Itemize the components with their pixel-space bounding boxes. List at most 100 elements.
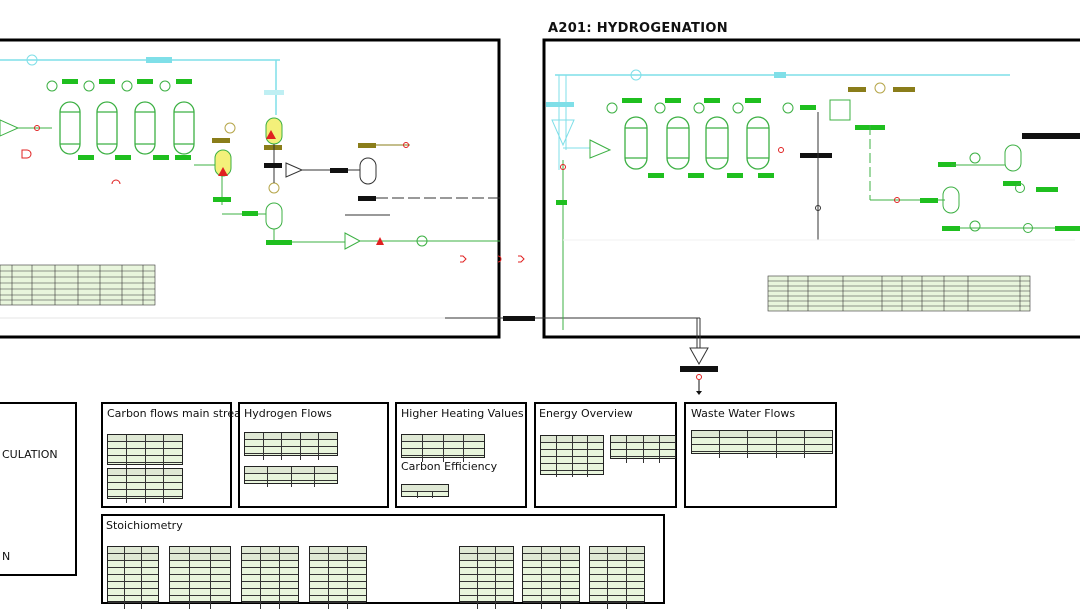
table-row bbox=[242, 582, 298, 589]
table-row bbox=[310, 603, 366, 609]
table-row bbox=[590, 575, 644, 582]
table-row bbox=[310, 596, 366, 603]
reactor-train-a201 bbox=[624, 116, 770, 170]
table-row bbox=[460, 589, 513, 596]
energy-overview-title: Energy Overview bbox=[539, 407, 633, 420]
table-row bbox=[108, 603, 158, 609]
left-panel-label-2: N bbox=[2, 550, 11, 563]
table-row bbox=[108, 554, 158, 561]
hydrogen-flows-panel: Hydrogen Flows bbox=[238, 402, 389, 508]
energy-overview-panel: Energy Overview bbox=[534, 402, 677, 508]
table-row bbox=[523, 596, 579, 603]
hydrogen-flows-table-1 bbox=[244, 432, 338, 460]
table-row bbox=[460, 603, 513, 609]
table-row bbox=[523, 582, 579, 589]
flash-drum-2 bbox=[265, 117, 283, 145]
cooler-icon bbox=[224, 122, 236, 134]
table-row bbox=[242, 589, 298, 596]
table-row bbox=[310, 589, 366, 596]
table-row bbox=[590, 561, 644, 568]
pump-icon bbox=[416, 235, 428, 247]
table-row bbox=[108, 582, 158, 589]
carbon-flows-title: Carbon flows main streams. bbox=[107, 407, 261, 420]
compressor-icon bbox=[26, 54, 38, 66]
table-row bbox=[460, 561, 513, 568]
table-row bbox=[170, 561, 230, 568]
table-row bbox=[590, 589, 644, 596]
carbon-flows-table-1 bbox=[107, 434, 183, 469]
energy-demand-table bbox=[610, 435, 676, 463]
separator-a201 bbox=[829, 99, 851, 121]
table-row bbox=[523, 568, 579, 575]
condenser-drum bbox=[1004, 144, 1022, 172]
table-row bbox=[170, 596, 230, 603]
a201-section-title: A201: HYDROGENATION bbox=[548, 21, 728, 36]
stoich-table-1 bbox=[107, 546, 159, 609]
hydrogen-flows-title: Hydrogen Flows bbox=[244, 407, 332, 420]
hydrogen-flows-table-2 bbox=[244, 466, 338, 487]
vapor-tag bbox=[146, 57, 172, 63]
table-row bbox=[242, 575, 298, 582]
table-row bbox=[242, 603, 298, 609]
waste-water-table bbox=[691, 430, 833, 458]
table-row bbox=[460, 582, 513, 589]
table-row bbox=[523, 547, 579, 554]
table-row bbox=[108, 589, 158, 596]
table-row bbox=[108, 561, 158, 568]
heating-values-panel: Higher Heating Values Carbon Efficiency bbox=[395, 402, 527, 508]
table-row bbox=[310, 554, 366, 561]
recycle-icon-2 bbox=[111, 179, 121, 185]
stoich-table-5 bbox=[459, 546, 514, 609]
waste-water-title: Waste Water Flows bbox=[691, 407, 796, 420]
table-row bbox=[170, 547, 230, 554]
carbon-flows-table-2 bbox=[107, 468, 183, 503]
table-row bbox=[170, 603, 230, 609]
table-row bbox=[170, 568, 230, 575]
table-row bbox=[460, 568, 513, 575]
hopper-icon bbox=[551, 119, 575, 147]
table-row bbox=[170, 554, 230, 561]
waste-water-tag bbox=[680, 366, 718, 372]
table-row bbox=[108, 568, 158, 575]
table-row bbox=[310, 561, 366, 568]
stoichiometry-title: Stoichiometry bbox=[106, 519, 183, 532]
a201-stream-table bbox=[767, 275, 1031, 312]
offpage-connectors bbox=[460, 255, 525, 263]
table-row bbox=[108, 547, 158, 554]
valve-icon bbox=[34, 125, 40, 131]
separator-left bbox=[265, 202, 283, 230]
black-stream-tag bbox=[503, 316, 535, 321]
left-flowsheet-frame bbox=[0, 38, 501, 339]
table-row bbox=[170, 575, 230, 582]
table-row bbox=[460, 547, 513, 554]
table-row bbox=[170, 582, 230, 589]
stoichiometry-panel: Stoichiometry bbox=[101, 514, 665, 609]
table-row bbox=[108, 596, 158, 603]
reactor-train-left bbox=[59, 101, 195, 155]
stoich-table-6 bbox=[522, 546, 580, 609]
recycle-icon bbox=[21, 149, 32, 159]
table-row bbox=[310, 547, 366, 554]
table-row bbox=[523, 575, 579, 582]
table-row bbox=[460, 575, 513, 582]
a201-flowsheet-frame bbox=[542, 38, 1080, 339]
stream-tags-left bbox=[62, 79, 192, 160]
waste-mixer-icon bbox=[689, 347, 709, 366]
heat-exchangers-left bbox=[46, 80, 171, 92]
table-row bbox=[108, 575, 158, 582]
left-panel-label-1: CULATION bbox=[2, 448, 58, 461]
waste-water-panel: Waste Water Flows bbox=[684, 402, 837, 508]
table-row bbox=[310, 582, 366, 589]
table-row bbox=[523, 589, 579, 596]
table-row bbox=[590, 547, 644, 554]
table-row bbox=[460, 596, 513, 603]
table-row bbox=[460, 554, 513, 561]
table-row bbox=[310, 575, 366, 582]
table-row bbox=[242, 547, 298, 554]
mixer-icon bbox=[0, 119, 20, 137]
warning-icon-2 bbox=[266, 130, 276, 139]
heat-exchanger-table bbox=[540, 435, 604, 477]
lp-condenser-tag bbox=[1022, 133, 1080, 139]
stoich-table-2 bbox=[169, 546, 231, 609]
table-row bbox=[523, 554, 579, 561]
